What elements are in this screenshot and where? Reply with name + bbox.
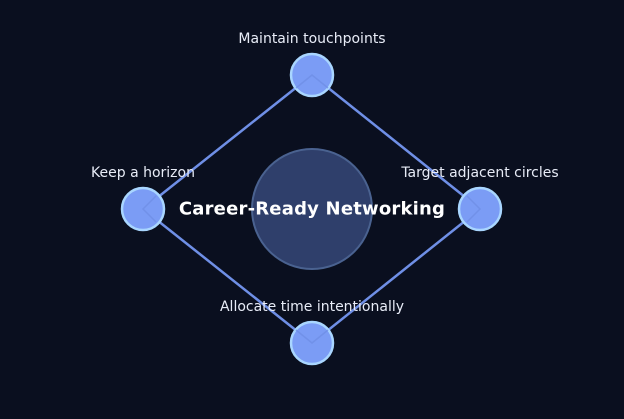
edge-overlay-right	[466, 195, 482, 223]
edge-overlay-bottom	[295, 329, 329, 344]
edge-left-top	[142, 74, 313, 210]
edge-bottom-left	[142, 208, 313, 344]
center-hub	[251, 148, 373, 270]
edge-top-right	[311, 74, 481, 210]
node-label-right: Target adjacent circles	[401, 165, 559, 181]
edge-overlay-top	[295, 74, 329, 89]
center-title: Career-Ready Networking	[178, 198, 446, 220]
node-label-left: Keep a horizon	[91, 165, 195, 181]
node-label-bottom: Allocate time intentionally	[219, 299, 405, 315]
edge-overlay-left	[141, 195, 157, 223]
edge-right-bottom	[311, 208, 481, 344]
node-label-top: Maintain touchpoints	[238, 31, 386, 47]
